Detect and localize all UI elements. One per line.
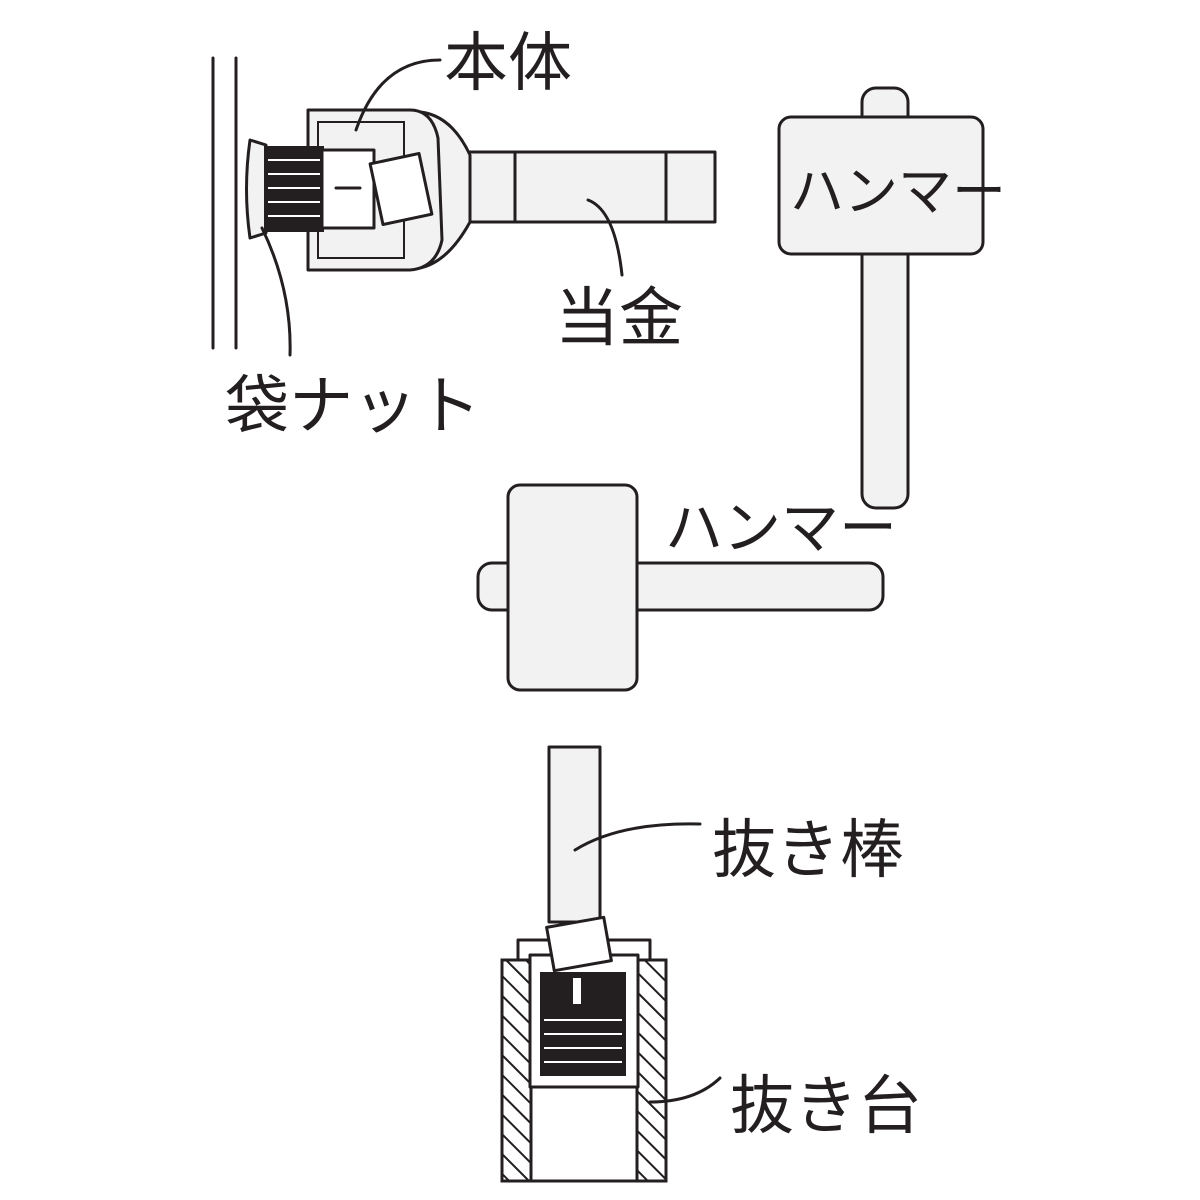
wall: [211, 56, 238, 350]
hammer-vertical: ハンマー: [777, 86, 1006, 510]
punch-base-callout-line: [648, 1076, 722, 1104]
handle-assembly: [245, 108, 717, 272]
hammer-1-label: ハンマー: [790, 160, 1006, 223]
punch-rod: [547, 745, 602, 924]
hammer-2-label: ハンマー: [665, 494, 897, 562]
body-callout-line: [354, 58, 442, 132]
cap-nut: [245, 138, 268, 240]
punch-base-label: 抜き台: [730, 1070, 922, 1144]
hammer-horizontal: [476, 483, 885, 692]
punch-rod-label: 抜き棒: [712, 814, 904, 888]
plate-label: 当金: [555, 282, 683, 356]
cap-nut-label: 袋ナット: [225, 370, 481, 444]
punch-base: [500, 915, 668, 1183]
body-label: 本体: [444, 27, 572, 101]
cap-nut-callout-line: [260, 226, 292, 357]
plate-callout-line: [586, 198, 624, 277]
punch-rod-callout-line: [573, 822, 702, 852]
